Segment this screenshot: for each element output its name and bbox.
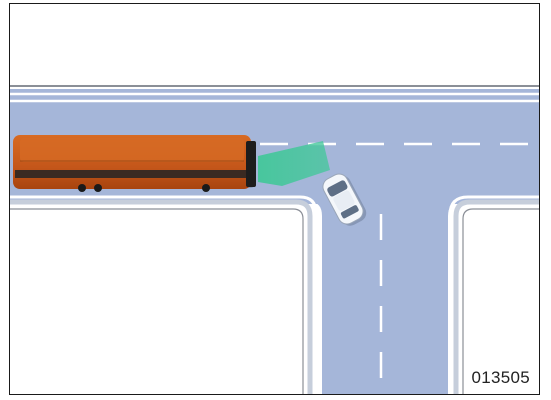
left-curb bbox=[10, 195, 318, 394]
car-windshield bbox=[327, 180, 348, 197]
intersection-scene bbox=[10, 85, 539, 394]
figure-frame: 013505 bbox=[9, 3, 540, 395]
side-road bbox=[310, 202, 462, 394]
bus-window-stripe bbox=[15, 170, 249, 178]
center-lane-markings bbox=[260, 142, 539, 394]
right-curb bbox=[448, 195, 539, 394]
car-rear-window bbox=[340, 205, 359, 219]
figure-code: 013505 bbox=[471, 368, 530, 387]
sensor-beam bbox=[258, 141, 330, 186]
bus-wheel-rear-2 bbox=[94, 184, 102, 192]
top-road-edge bbox=[10, 85, 539, 103]
bus-wheel-front bbox=[202, 184, 210, 192]
bus-roof-panel bbox=[20, 138, 244, 162]
car bbox=[322, 173, 367, 226]
bus-wheel-rear bbox=[78, 184, 86, 192]
car-roof bbox=[333, 190, 355, 211]
bus bbox=[13, 135, 256, 192]
bus-front bbox=[246, 141, 256, 187]
road bbox=[10, 89, 539, 394]
